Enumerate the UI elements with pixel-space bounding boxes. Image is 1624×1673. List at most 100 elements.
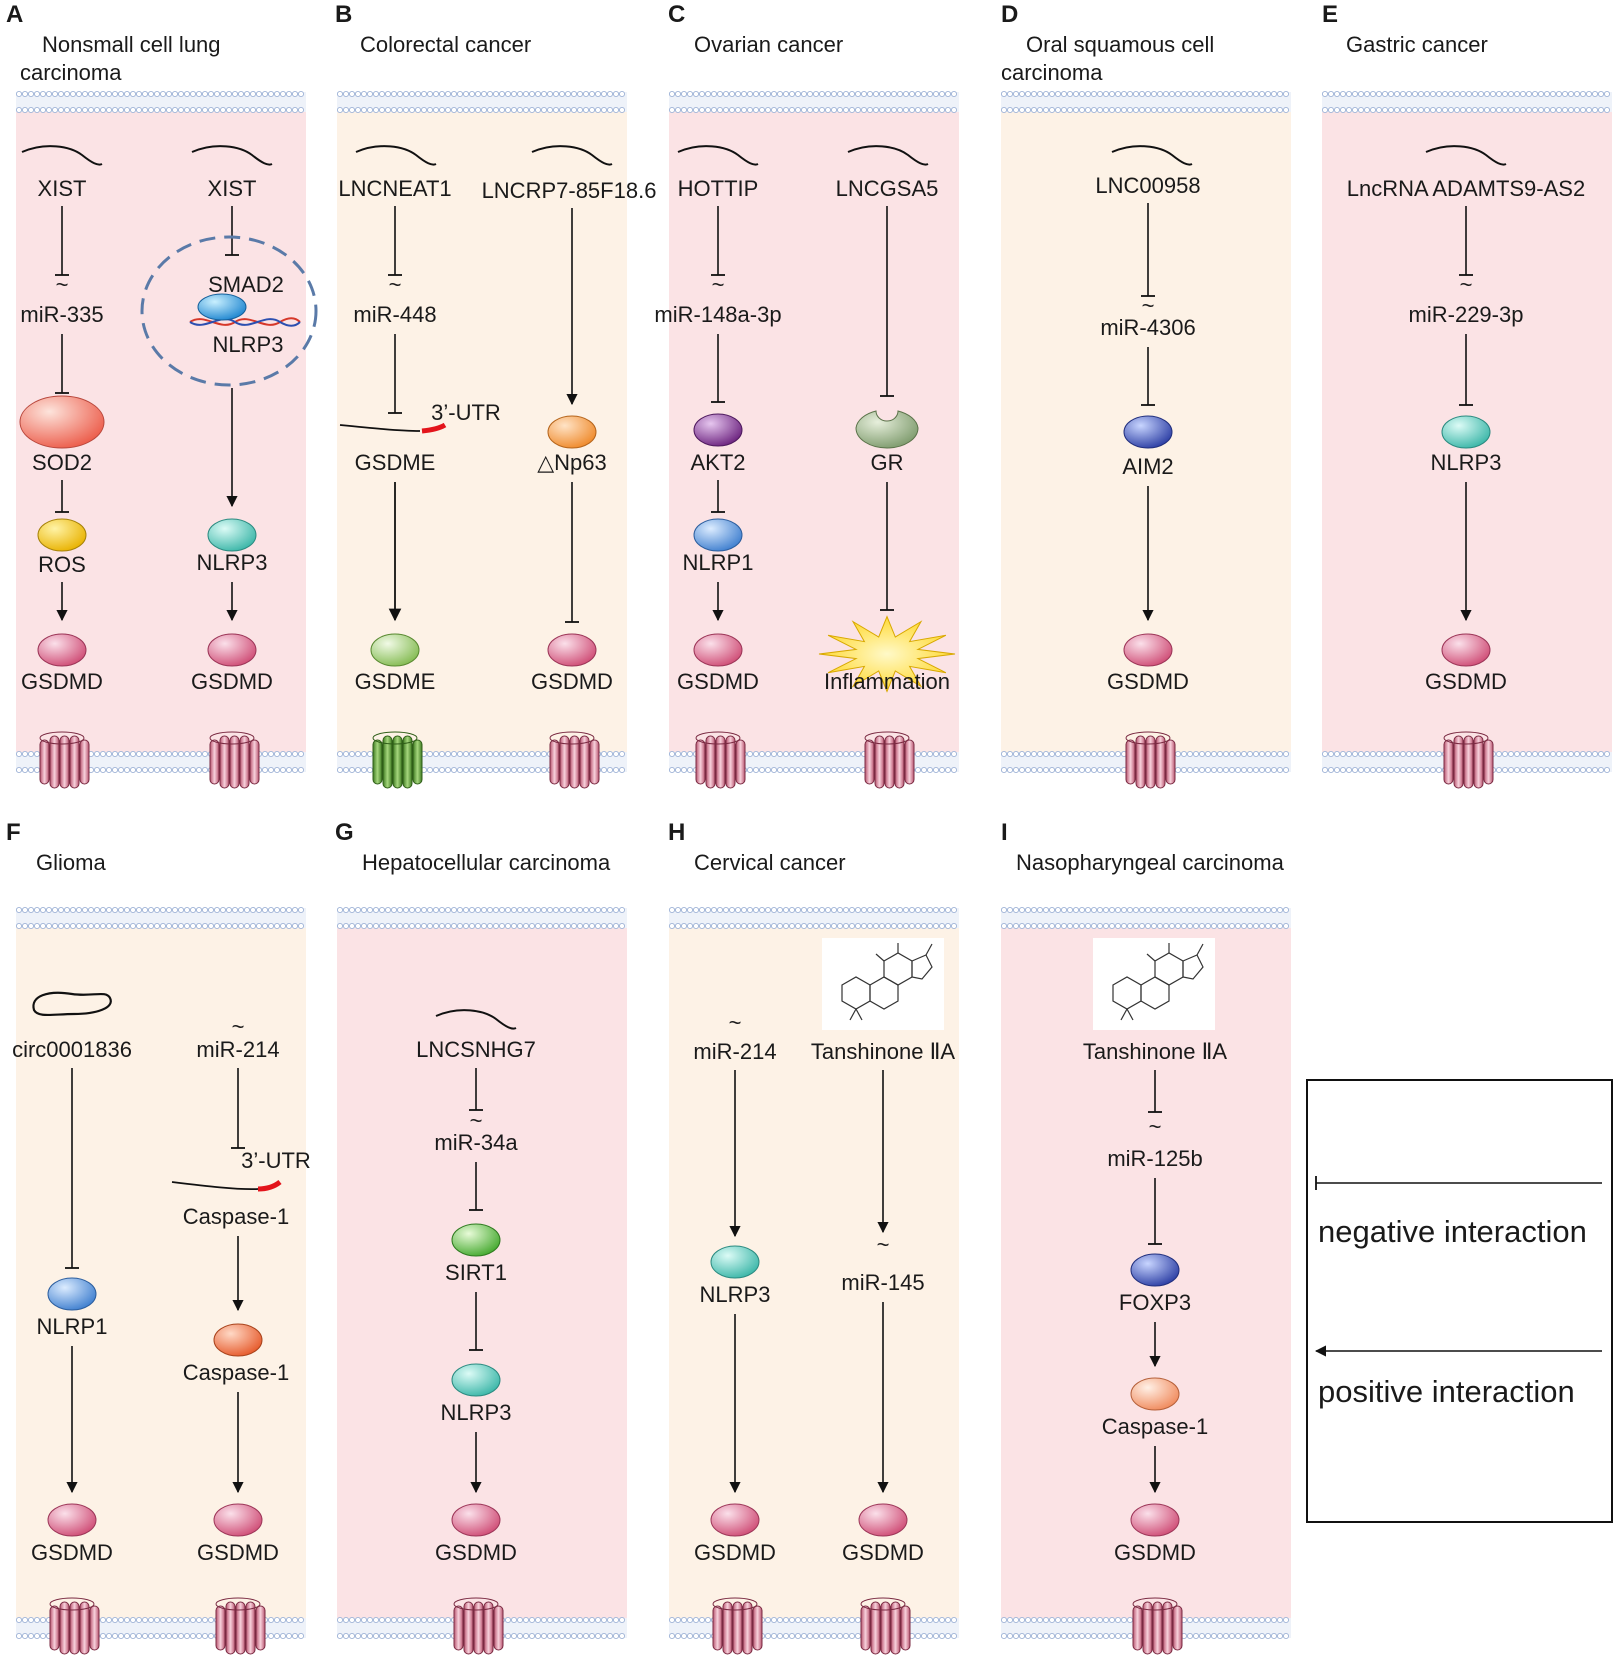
gsdmd-pore-icon xyxy=(209,731,260,789)
gr-receptor xyxy=(855,410,919,449)
node-nlrp3: NLRP3 xyxy=(700,1282,771,1307)
node-circ0001836: circ0001836 xyxy=(12,1037,132,1062)
panel-letter-H: H xyxy=(668,819,685,846)
caspase1-protein xyxy=(213,1323,263,1357)
panel-A-title-line1: Nonsmall cell lung xyxy=(42,32,221,57)
node-gsdmd: GSDMD xyxy=(1114,1540,1196,1565)
sod2-protein xyxy=(19,395,105,449)
panel-H-diagram: ~ miR-214 NLRP3 GSDMD Tanshinone ⅡA ~ mi… xyxy=(693,938,955,1565)
node-tanshinone: Tanshinone ⅡA xyxy=(1083,1039,1227,1064)
gsdmd-protein xyxy=(547,633,597,667)
gsdmd-protein xyxy=(37,633,87,667)
node-3utr: 3’-UTR xyxy=(431,400,501,425)
membrane-bilayer xyxy=(1321,90,1612,114)
node-gsdmd: GSDMD xyxy=(21,669,103,694)
panel-F-title: Glioma xyxy=(36,850,106,875)
node-nlrp1: NLRP1 xyxy=(683,550,754,575)
gsdmd-protein xyxy=(451,1503,501,1537)
rna-strand-icon xyxy=(1425,145,1507,166)
node-mir-335: miR-335 xyxy=(20,302,103,327)
rna-strand-icon xyxy=(21,145,103,166)
mirna-tilde-icon: ~ xyxy=(1460,272,1473,297)
nlrp3-protein xyxy=(207,518,257,552)
legend-box xyxy=(1306,1079,1613,1523)
node-mir-229: miR-229-3p xyxy=(1409,302,1524,327)
node-mir-4306: miR-4306 xyxy=(1100,315,1195,340)
panel-B-title: Colorectal cancer xyxy=(360,32,531,57)
membrane-bilayer xyxy=(668,90,959,114)
membrane-bilayer xyxy=(15,90,306,114)
panel-letter-G: G xyxy=(335,819,354,846)
panel-I-title: Nasopharyngeal carcinoma xyxy=(1016,850,1285,875)
nucleus-boundary xyxy=(140,235,318,387)
panel-D-diagram: LNC00958 ~ miR-4306 AIM2 GSDMD xyxy=(1095,145,1201,694)
panel-I-header: I Nasopharyngeal carcinoma xyxy=(1001,819,1285,875)
node-ros: ROS xyxy=(38,552,86,577)
node-mir-125b: miR-125b xyxy=(1107,1146,1202,1171)
gsdmd-protein xyxy=(1123,633,1173,667)
node-gsdmd: GSDMD xyxy=(694,1540,776,1565)
gsdmd-protein xyxy=(213,1503,263,1537)
panel-F-header: F Glioma xyxy=(6,819,106,875)
node-gsdme-mrna: GSDME xyxy=(355,450,436,475)
akt2-protein xyxy=(693,413,743,447)
mirna-tilde-icon: ~ xyxy=(232,1014,245,1039)
node-gsdmd: GSDMD xyxy=(197,1540,279,1565)
node-gsdmd: GSDMD xyxy=(1425,669,1507,694)
panel-E-title: Gastric cancer xyxy=(1346,32,1488,57)
node-mir-214: miR-214 xyxy=(693,1039,776,1064)
node-lncgsa5: LNCGSA5 xyxy=(836,176,939,201)
smad2-protein xyxy=(197,293,247,321)
mirna-tilde-icon: ~ xyxy=(729,1010,742,1035)
panel-D-header: D Oral squamous cell carcinoma xyxy=(1001,1,1214,85)
node-gsdmd: GSDMD xyxy=(435,1540,517,1565)
node-nlrp3-gene: NLRP3 xyxy=(213,332,284,357)
mirna-tilde-icon: ~ xyxy=(712,272,725,297)
gsdmd-pore-icon xyxy=(1132,1597,1183,1655)
mirna-tilde-icon: ~ xyxy=(877,1232,890,1257)
node-mir-34a: miR-34a xyxy=(434,1130,518,1155)
node-caspase1-mrna: Caspase-1 xyxy=(183,1204,289,1229)
rna-strand-icon xyxy=(435,1009,517,1030)
panel-I-diagram: Tanshinone ⅡA ~ miR-125b FOXP3 Caspase-1… xyxy=(1083,938,1227,1565)
node-gsdmd: GSDMD xyxy=(531,669,613,694)
gsdmd-protein xyxy=(1130,1503,1180,1537)
panel-letter-E: E xyxy=(1322,1,1338,28)
panel-C-title: Ovarian cancer xyxy=(694,32,843,57)
gsdmd-pore-icon xyxy=(549,731,600,789)
panel-G-diagram: LNCSNHG7 ~ miR-34a SIRT1 NLRP3 GSDMD xyxy=(416,1009,536,1565)
ros-molecule xyxy=(37,518,87,552)
membrane-bilayer xyxy=(336,90,627,114)
membrane-bilayer xyxy=(668,906,959,930)
node-caspase1: Caspase-1 xyxy=(183,1360,289,1385)
node-lnc00958: LNC00958 xyxy=(1095,173,1200,198)
panel-C-diagram: HOTTIP ~ miR-148a-3p AKT2 NLRP1 GSDMD LN… xyxy=(654,145,956,694)
nlrp1-protein xyxy=(693,518,743,552)
node-aim2: AIM2 xyxy=(1122,454,1173,479)
np63-protein xyxy=(547,415,597,449)
node-xist: XIST xyxy=(38,176,87,201)
nlrp3-protein xyxy=(710,1245,760,1279)
gsdmd-pore-icon xyxy=(49,1597,100,1655)
node-mir-145: miR-145 xyxy=(841,1270,924,1295)
gsdmd-protein xyxy=(207,633,257,667)
gsdme-pore-icon xyxy=(372,731,423,789)
gsdmd-pore-icon xyxy=(39,731,90,789)
panel-B-diagram: LNCNEAT1 ~ miR-448 3’-UTR GSDME GSDME LN… xyxy=(338,145,656,694)
nlrp1-protein xyxy=(47,1277,97,1311)
node-gsdmd: GSDMD xyxy=(191,669,273,694)
panel-H-title: Cervical cancer xyxy=(694,850,846,875)
node-adamts9-as2: LncRNA ADAMTS9-AS2 xyxy=(1347,176,1585,201)
panel-H-header: H Cervical cancer xyxy=(668,819,846,875)
membrane-bilayer xyxy=(1000,906,1291,930)
panel-C-header: C Ovarian cancer xyxy=(668,1,843,57)
gsdmd-protein xyxy=(1441,633,1491,667)
gsdmd-protein xyxy=(858,1503,908,1537)
legend-positive-label: positive interaction xyxy=(1318,1374,1575,1409)
legend-negative-label: negative interaction xyxy=(1318,1214,1587,1249)
panel-letter-B: B xyxy=(335,1,352,28)
mirna-tilde-icon: ~ xyxy=(56,272,69,297)
panel-B-header: B Colorectal cancer xyxy=(335,1,531,57)
gsdm-pores xyxy=(39,731,1494,1655)
